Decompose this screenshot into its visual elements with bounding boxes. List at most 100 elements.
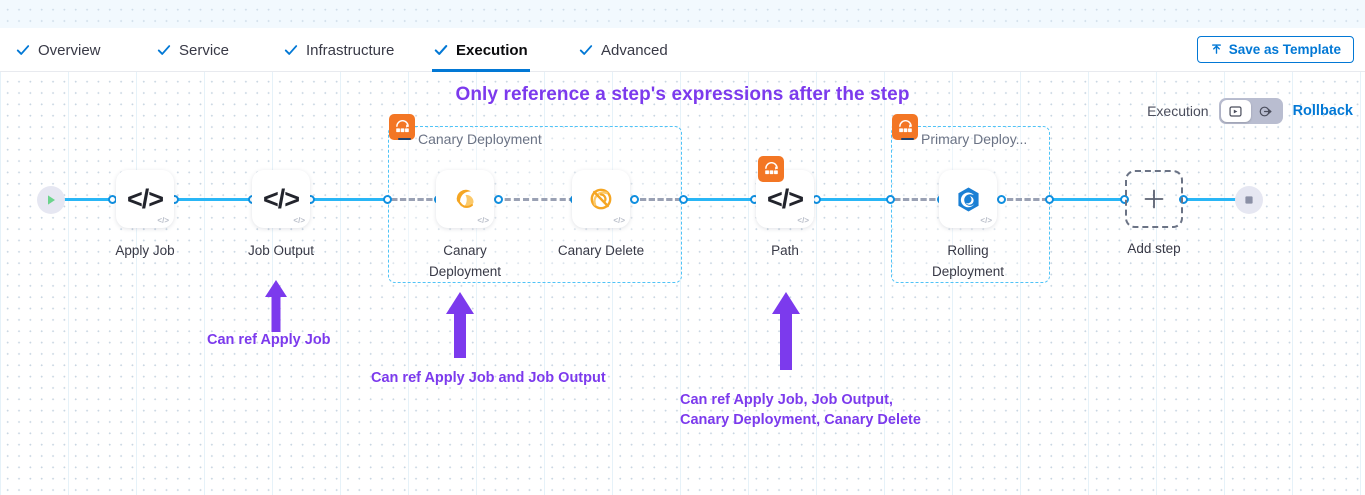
rollback-link[interactable]: Rollback xyxy=(1292,103,1353,119)
node-canary-deployment[interactable]: </> xyxy=(436,170,494,228)
tab-execution[interactable]: Execution xyxy=(432,28,530,72)
node-label-job-output: Job Output xyxy=(247,243,315,258)
pipeline-start-node[interactable] xyxy=(37,186,65,214)
wire-canary-delete xyxy=(494,198,576,201)
tab-overview[interactable]: Overview xyxy=(14,28,103,72)
collapse-dash-icon[interactable] xyxy=(901,137,914,141)
annotation-arrow-canary xyxy=(446,292,474,358)
play-icon xyxy=(48,195,55,205)
play-box-icon xyxy=(1229,105,1242,117)
helm-icon xyxy=(957,186,979,212)
page-headline: Only reference a step's expressions afte… xyxy=(455,84,910,105)
node-label-canary-deployment: Canary Deployment xyxy=(428,243,502,279)
code-small-icon: </> xyxy=(157,216,169,225)
tab-label: Advanced xyxy=(601,41,668,59)
node-label-path: Path xyxy=(771,243,799,258)
group-label: Primary Deploy... xyxy=(921,131,1028,147)
tab-bar: Overview Service Infrastructure Executio… xyxy=(0,28,1365,72)
add-step-label: Add step xyxy=(1127,241,1181,256)
port[interactable] xyxy=(1045,195,1054,204)
step-group-glyph xyxy=(395,119,409,132)
port[interactable] xyxy=(886,195,895,204)
tab-advanced[interactable]: Advanced xyxy=(577,28,670,72)
tab-underline xyxy=(432,69,530,72)
code-small-icon: </> xyxy=(477,216,489,225)
execution-mode-label: Execution xyxy=(1147,103,1209,119)
port[interactable] xyxy=(630,195,639,204)
node-apply-job[interactable]: </> </> xyxy=(116,170,174,228)
code-small-icon: </> xyxy=(613,216,625,225)
wire-rolling-groupend xyxy=(997,198,1049,201)
step-group-icon xyxy=(389,114,415,140)
wire-apply-joboutput xyxy=(174,198,256,201)
annotation-canary: Can ref Apply Job and Job Output xyxy=(371,370,606,386)
rollback-circle-icon xyxy=(1259,106,1272,116)
execution-mode-switch: Execution Rollback xyxy=(1147,98,1353,124)
annotation-arrow-apply-job xyxy=(265,280,287,332)
check-icon xyxy=(16,45,30,55)
tab-label: Infrastructure xyxy=(306,41,395,59)
node-job-output[interactable]: </> </> xyxy=(252,170,310,228)
check-icon xyxy=(284,45,298,55)
group-label: Canary Deployment xyxy=(418,131,542,147)
wire-primary-addstep xyxy=(1049,198,1125,201)
canary-delete-icon xyxy=(590,188,612,210)
tab-label: Overview xyxy=(38,41,101,59)
check-icon xyxy=(157,45,171,55)
code-small-icon: </> xyxy=(980,216,992,225)
node-label-rolling-deployment: Rolling Deployment xyxy=(931,243,1005,279)
code-icon: </> xyxy=(126,183,164,214)
port[interactable] xyxy=(997,195,1006,204)
tab-service[interactable]: Service xyxy=(155,28,231,72)
node-label-apply-job: Apply Job xyxy=(115,243,175,258)
wire-joboutput-group xyxy=(310,198,390,201)
step-group-icon xyxy=(758,156,784,182)
annotation-arrow-path xyxy=(772,292,800,370)
add-step-button[interactable] xyxy=(1125,170,1183,228)
rollback-mode-option[interactable] xyxy=(1251,100,1281,122)
step-group-icon xyxy=(892,114,918,140)
port[interactable] xyxy=(383,195,392,204)
annotation-apply-job: Can ref Apply Job xyxy=(207,332,331,348)
execution-mode-option[interactable] xyxy=(1220,100,1251,122)
wire-addstep-end xyxy=(1183,198,1241,201)
stop-icon xyxy=(1245,196,1253,204)
tab-label: Service xyxy=(179,41,230,59)
mode-segmented-control[interactable] xyxy=(1218,98,1283,124)
upload-icon xyxy=(1211,44,1221,54)
pipeline-end-node[interactable] xyxy=(1235,186,1263,214)
code-small-icon: </> xyxy=(293,216,305,225)
pipeline-canvas[interactable] xyxy=(0,72,1365,495)
code-small-icon: </> xyxy=(797,216,809,225)
node-label-canary-delete: Canary Delete xyxy=(557,243,645,258)
annotation-path: Can ref Apply Job, Job Output, Canary De… xyxy=(680,392,921,428)
wire-group-canary xyxy=(390,198,442,201)
node-canary-delete[interactable]: </> xyxy=(572,170,630,228)
canary-deploy-icon xyxy=(456,189,474,208)
wire-start-apply xyxy=(60,198,118,201)
code-icon: </> xyxy=(766,183,804,214)
wire-group-path xyxy=(682,198,757,201)
check-icon xyxy=(434,45,448,55)
tab-infrastructure[interactable]: Infrastructure xyxy=(282,28,396,72)
save-as-template-button[interactable]: Save as Template xyxy=(1196,36,1354,63)
port[interactable] xyxy=(494,195,503,204)
save-as-template-label: Save as Template xyxy=(1228,42,1341,57)
code-icon: </> xyxy=(262,183,300,214)
plus-icon xyxy=(1144,189,1164,209)
wire-path-primary xyxy=(816,198,893,201)
port[interactable] xyxy=(1179,195,1188,204)
canary-deployment-group-header[interactable]: Canary Deployment xyxy=(398,131,542,147)
primary-deployment-group-header[interactable]: Primary Deploy... xyxy=(901,131,1027,147)
wire-primary-rolling xyxy=(893,198,945,201)
tab-label: Execution xyxy=(456,41,528,59)
step-group-glyph xyxy=(898,119,912,132)
top-dot-band xyxy=(0,0,1365,28)
collapse-dash-icon[interactable] xyxy=(398,137,411,141)
step-group-glyph xyxy=(764,161,778,174)
check-icon xyxy=(579,45,593,55)
port[interactable] xyxy=(1120,195,1129,204)
port[interactable] xyxy=(679,195,688,204)
node-rolling-deployment[interactable]: </> xyxy=(939,170,997,228)
wire-delete-groupend xyxy=(630,198,682,201)
